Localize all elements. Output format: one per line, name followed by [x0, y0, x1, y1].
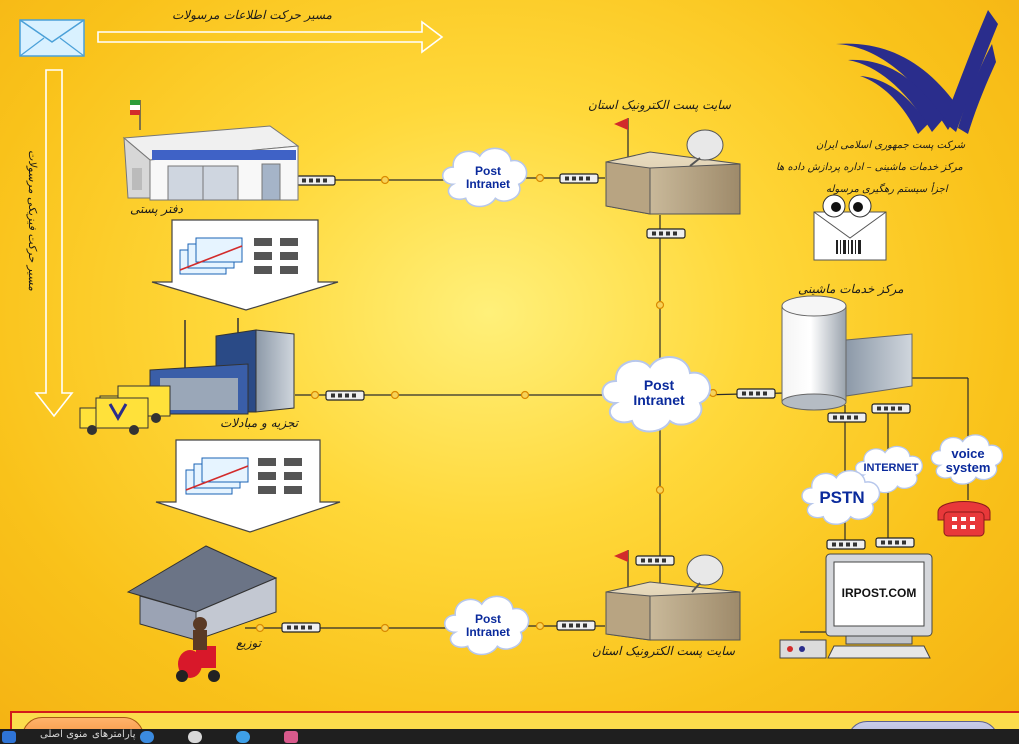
site-building-top	[605, 118, 741, 215]
iran-post-logo	[836, 10, 998, 134]
info-flow-label: مسیر حرکت اطلاعات مرسولات	[172, 8, 332, 22]
router-site-bottom	[556, 620, 596, 631]
computer-icon	[779, 553, 933, 659]
delivery-trucks	[79, 385, 171, 435]
letters-arrow-2	[155, 439, 341, 533]
company-line3: اجزأ سیستم رهگیری مرسوله	[826, 184, 948, 195]
data-center-building	[781, 295, 913, 411]
telephone-icon	[937, 501, 991, 537]
company-line2: مرکز خدمات ماشینی – اداره پردازش داده ها	[776, 162, 963, 173]
site-building-bottom	[605, 550, 741, 641]
media-icon[interactable]	[284, 731, 298, 743]
router-site-top	[559, 173, 599, 184]
cloud-internet-text: INTERNET	[863, 462, 919, 474]
sorting-building	[149, 318, 295, 415]
router-post-office	[296, 175, 336, 186]
messenger-icon[interactable]	[236, 731, 250, 743]
label-site-top: سایت پست الکترونیک استان	[588, 98, 731, 112]
mascot-envelope	[813, 194, 887, 261]
physical-flow-label: مسیر حرکت فیزیکی مرسولات	[26, 150, 39, 291]
app-icon[interactable]	[188, 731, 202, 743]
monitor-text: IRPOST.COM	[841, 586, 917, 600]
label-site-bottom: سایت پست الکترونیک استان	[592, 644, 735, 658]
cloud-pstn-text: PSTN	[819, 488, 865, 507]
distribution-house	[126, 545, 278, 641]
physical-flow-arrow	[34, 69, 74, 418]
router-sorting	[325, 390, 365, 401]
scooter-courier	[176, 617, 220, 682]
post-office-building	[122, 100, 300, 201]
router-site-top-down	[646, 228, 686, 239]
router-datacenter	[736, 388, 776, 399]
router-distribution	[281, 622, 321, 633]
router-pc-2	[875, 537, 915, 548]
label-sorting: تجزیه و مبادلات	[220, 416, 299, 430]
router-dc-1	[827, 412, 867, 423]
letters-arrow-1	[151, 219, 339, 311]
label-data-center: مرکز خدمات ماشینی	[798, 282, 904, 296]
router-site-bottom-top	[635, 555, 675, 566]
start-icon[interactable]	[2, 731, 16, 743]
envelope-icon	[19, 19, 85, 57]
taskbar-item-main[interactable]: منوی اصلی	[40, 729, 88, 740]
label-distribution: توزیع	[236, 636, 262, 650]
company-line1: شرکت پست جمهوری اسلامی ایران	[816, 140, 966, 151]
info-flow-arrow	[97, 20, 444, 54]
router-dc-2	[871, 403, 911, 414]
taskbar-item-params[interactable]: پارامترهای	[92, 729, 136, 740]
label-post-office: دفتر پستی	[130, 202, 183, 216]
taskbar	[0, 729, 1019, 744]
browser-icon[interactable]	[140, 731, 154, 743]
router-pc-1	[826, 539, 866, 550]
